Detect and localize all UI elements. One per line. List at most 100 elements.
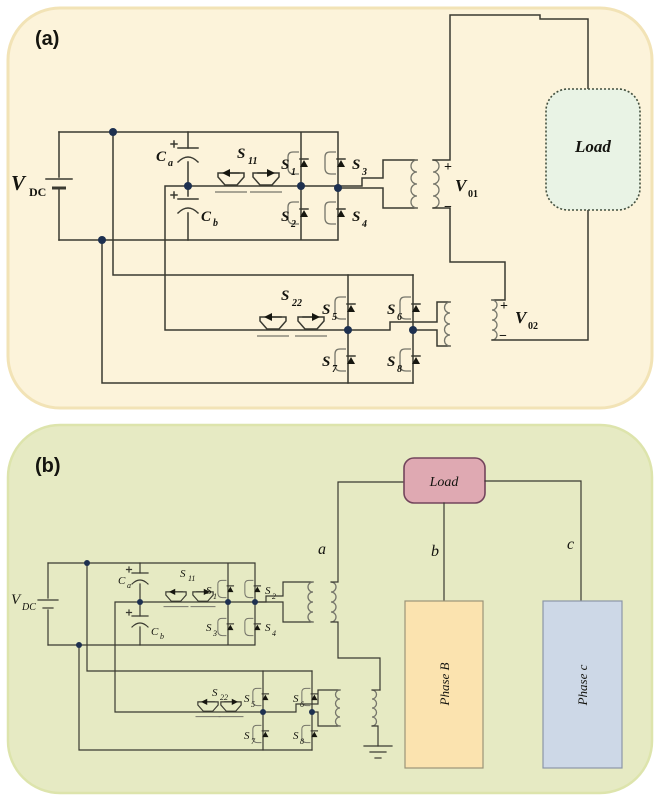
- s7-label: S: [322, 354, 330, 370]
- node-a-label: a: [318, 541, 326, 558]
- s4-sub: 4: [272, 629, 276, 638]
- cb-label: C: [201, 209, 212, 225]
- wire-dc-rails-a: [58, 131, 339, 241]
- cb-label: C: [151, 626, 159, 638]
- wire-secondary-link: [330, 621, 381, 691]
- bidirectional-switch-s11-b: S 11: [162, 568, 217, 608]
- cb-sub: b: [213, 218, 218, 229]
- plus-mark-icon: [170, 191, 178, 199]
- primary-coil-icon: [307, 581, 314, 623]
- s2-sub: 2: [290, 219, 296, 230]
- s1-label: S: [206, 585, 212, 597]
- phase-b-box: Phase B: [404, 600, 484, 769]
- v02-sub: 02: [528, 321, 538, 332]
- panel-b: (b) V DC C a C b S: [6, 423, 654, 795]
- vdc-label: V: [11, 592, 22, 608]
- junction-dot: [309, 709, 315, 715]
- s5-label: S: [244, 693, 250, 705]
- vdc-sub: DC: [29, 185, 46, 199]
- wire-mid-to-s22-b: [114, 601, 264, 713]
- wire-v01-to-load: [432, 14, 589, 161]
- s4-sub: 4: [361, 219, 367, 230]
- phase-c-box: Phase c: [542, 600, 623, 769]
- panel-a-background: [6, 6, 654, 410]
- node-c-label: c: [567, 536, 574, 553]
- secondary-coil-icon: [330, 581, 337, 623]
- panel-a-tag: (a): [35, 28, 59, 50]
- capacitor-ca-a: C a: [156, 131, 200, 197]
- s8-sub: 8: [397, 364, 402, 375]
- plus-mark-icon: [170, 140, 178, 148]
- transformer-b2: [262, 689, 393, 759]
- junction-dot: [76, 642, 82, 648]
- wire-v01-to-v02: [432, 207, 506, 301]
- s3-label: S: [352, 157, 360, 173]
- s1-sub: 1: [213, 592, 217, 601]
- panel-b-tag: (b): [35, 455, 61, 477]
- wire-primary-top: [262, 689, 341, 713]
- s5-sub: 5: [251, 700, 255, 709]
- s11-sub: 11: [248, 156, 257, 167]
- capacitor-ca-b: C a: [118, 562, 149, 617]
- capacitor-cb-a: C b: [170, 191, 218, 241]
- junction-dot: [184, 182, 192, 190]
- bidirectional-switch-s22-a: S 22: [256, 288, 328, 337]
- ca-label: C: [118, 575, 126, 587]
- capacitor-cb-b: C b: [125, 609, 164, 646]
- cap-curved-plate: [131, 622, 149, 628]
- s5-sub: 5: [332, 312, 337, 323]
- plus-mark-icon: [125, 566, 133, 573]
- load-box-b: Load: [403, 457, 486, 504]
- s8-sub: 8: [300, 737, 304, 746]
- s4-label: S: [352, 209, 360, 225]
- v01-minus: −: [444, 200, 452, 215]
- vdc-label: V: [11, 171, 27, 195]
- vdc-source-a: V DC: [11, 131, 73, 241]
- s8-label: S: [387, 354, 395, 370]
- junction-dot: [334, 184, 342, 192]
- cap-curved-plate: [176, 156, 200, 164]
- junction-dot: [344, 326, 352, 334]
- s3-label: S: [206, 622, 212, 634]
- s8-label: S: [293, 730, 299, 742]
- vdc-source-b: V DC: [11, 562, 59, 646]
- s11-sub: 11: [188, 574, 195, 583]
- wire-feeders-a: [101, 131, 414, 384]
- v02-minus: −: [499, 329, 507, 344]
- cap-plate: [177, 198, 199, 241]
- primary-coil-icon: [443, 301, 451, 347]
- load-label: Load: [574, 137, 611, 156]
- v02-label: V: [515, 308, 528, 327]
- primary-coil-icon: [410, 159, 418, 209]
- transformer-b1: a: [227, 481, 405, 691]
- s7-label: S: [244, 730, 250, 742]
- s3-sub: 3: [361, 167, 367, 178]
- wire-primary-bottom: [412, 329, 451, 347]
- wire-node-a: [330, 481, 405, 583]
- junction-dot: [252, 599, 258, 605]
- load-box-a: Load: [545, 88, 641, 211]
- s11-label: S: [180, 568, 186, 580]
- s2-label: S: [281, 209, 289, 225]
- junction-dot: [98, 236, 106, 244]
- ca-sub: a: [168, 158, 173, 169]
- s22-label: S: [212, 687, 218, 699]
- secondary-coil-icon: [432, 159, 440, 209]
- s5-label: S: [322, 302, 330, 318]
- wire-secondary-ground: [371, 725, 379, 747]
- vdc-sub: DC: [21, 602, 36, 613]
- s22-sub: 22: [220, 693, 228, 702]
- s6-label: S: [387, 302, 395, 318]
- load-box: [545, 88, 641, 211]
- wire-mid-to-s22-a: [164, 185, 349, 331]
- s22-sub: 22: [291, 298, 302, 309]
- phase-b-rect: [404, 600, 484, 769]
- cap-plate: [131, 615, 149, 646]
- s4-label: S: [265, 622, 271, 634]
- node-b-label: b: [431, 543, 439, 560]
- wire-feeders-b: [78, 562, 313, 751]
- s6-sub: 6: [397, 312, 402, 323]
- phase-c-rect: [542, 600, 623, 769]
- wire-primary-top: [300, 159, 418, 187]
- junction-dot: [297, 182, 305, 190]
